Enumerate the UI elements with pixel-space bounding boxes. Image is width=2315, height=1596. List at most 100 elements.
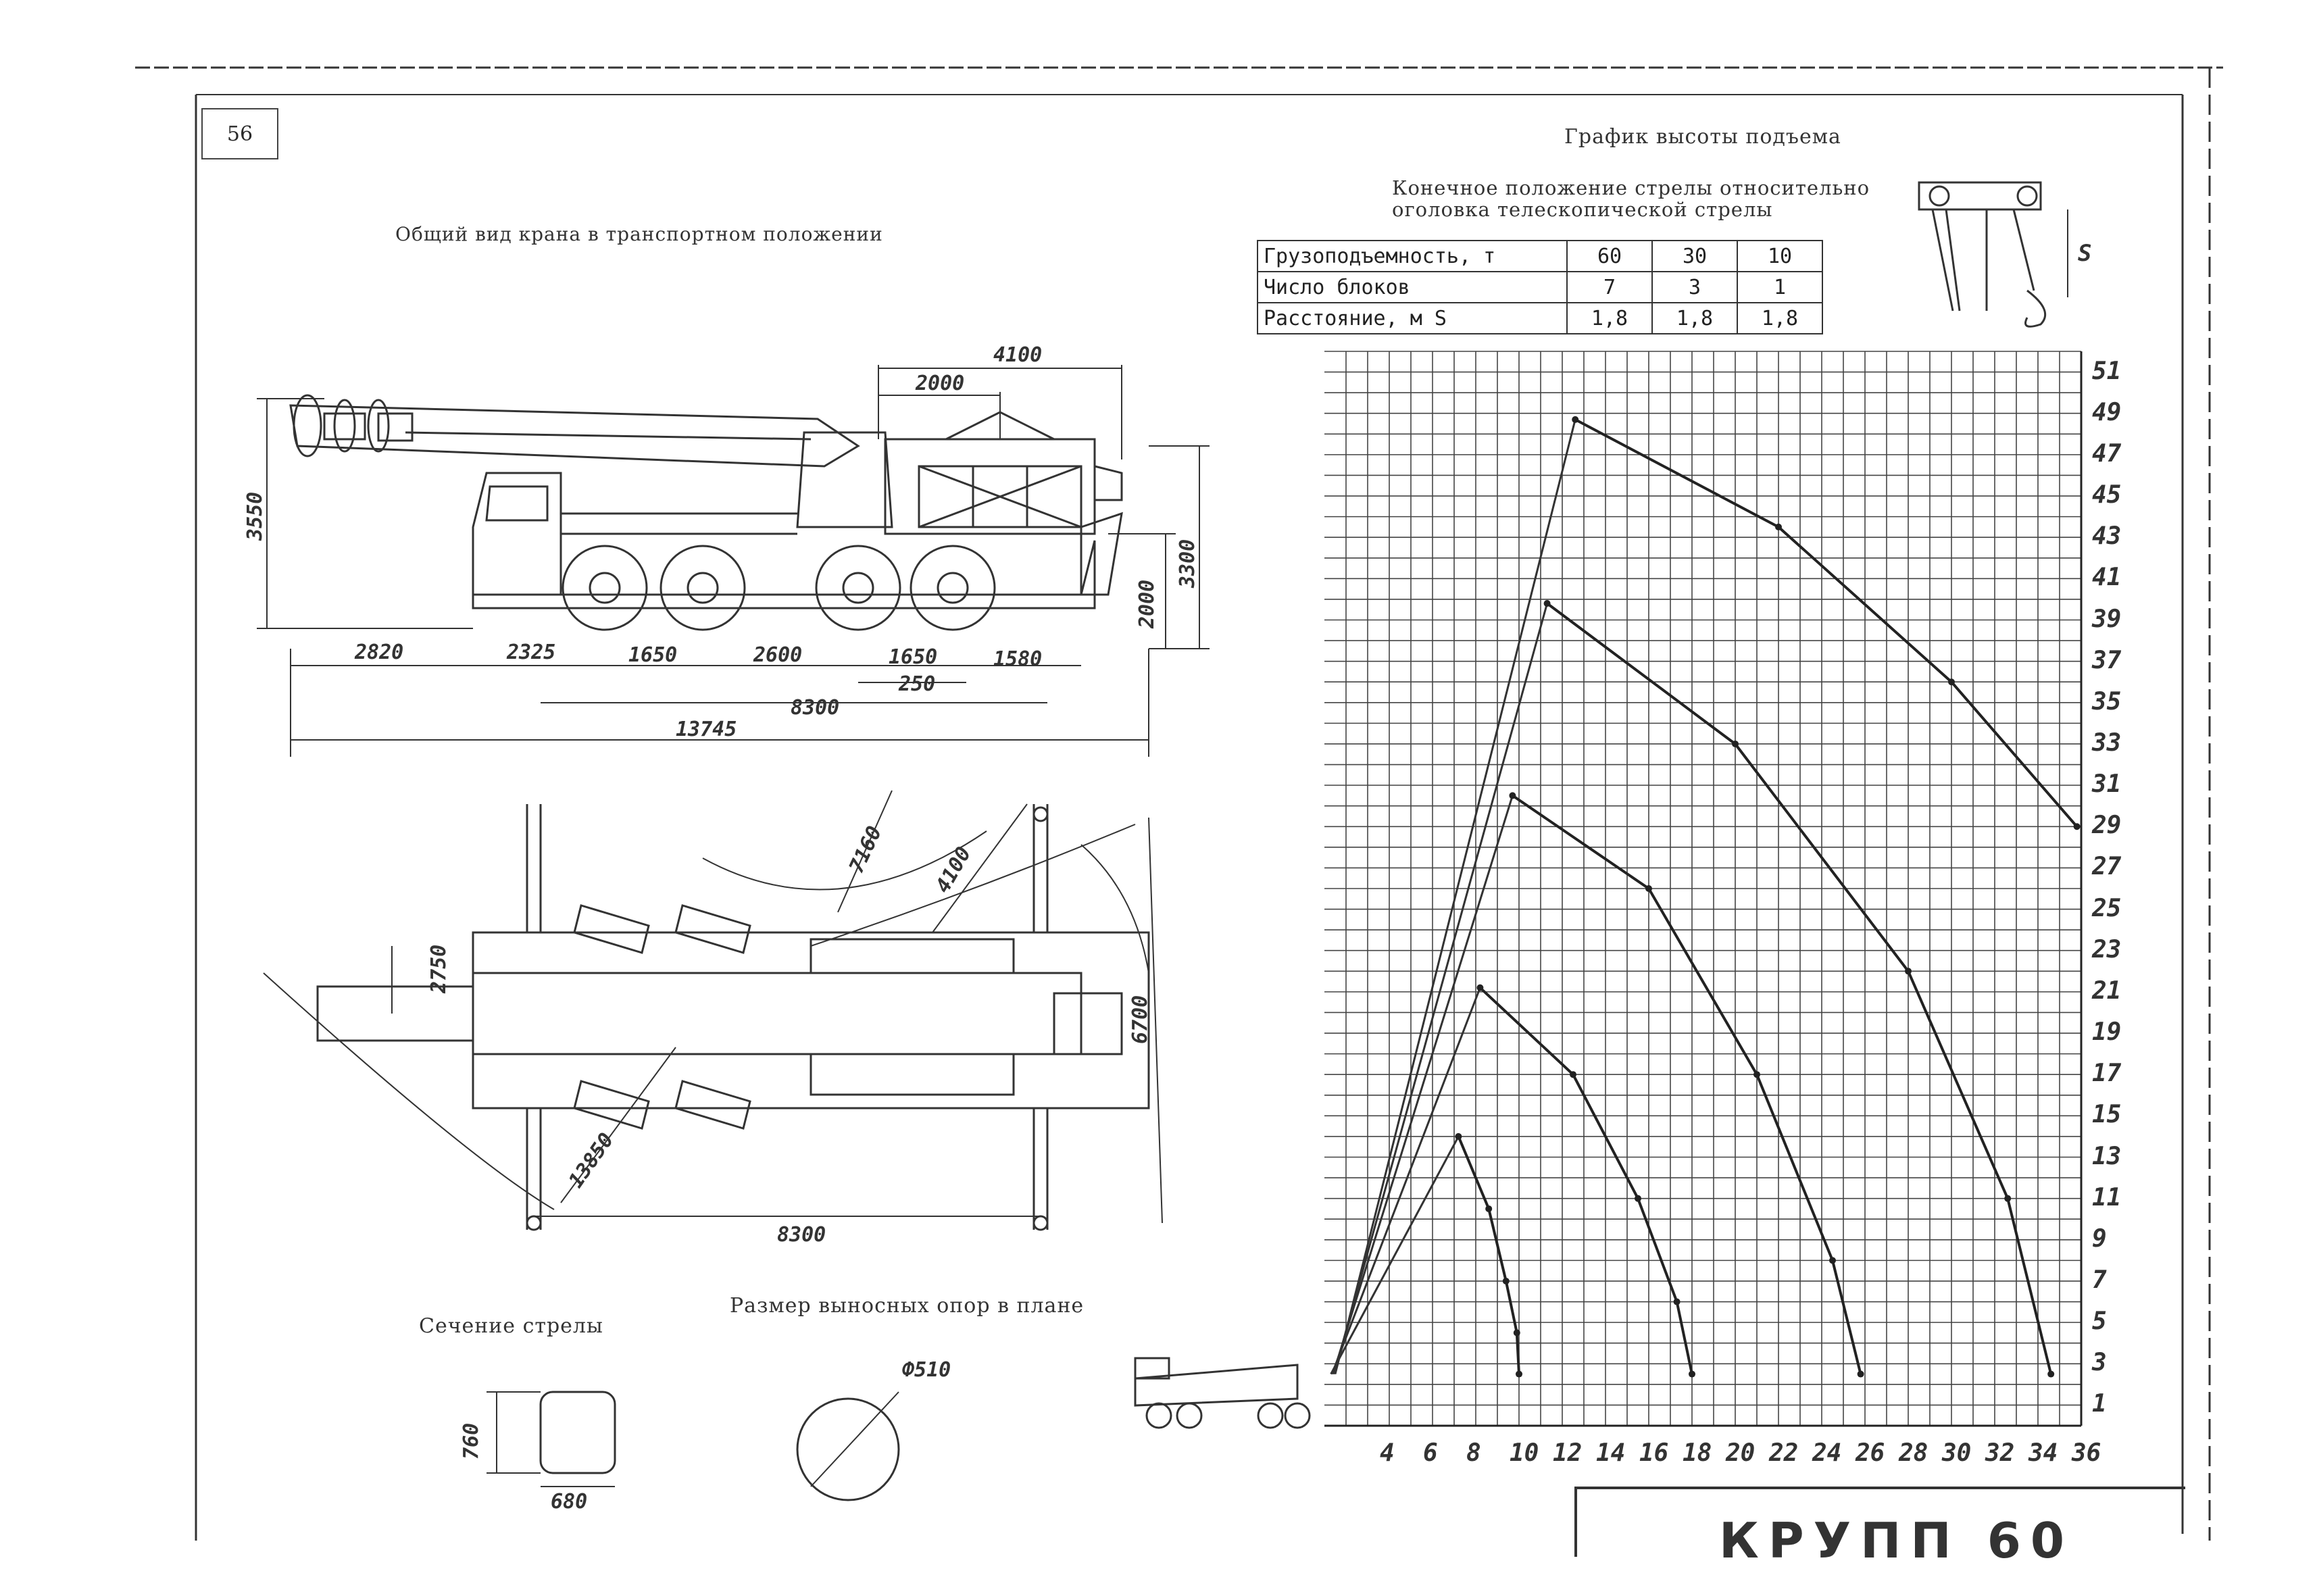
- dim-2325: 2325: [507, 641, 556, 664]
- table-row: Расстояние, м S 1,8 1,8 1,8: [1257, 302, 1823, 334]
- x-tick-label: 32: [1985, 1439, 2015, 1467]
- dim-6700-width: 6700: [1128, 995, 1152, 1044]
- series-4-point: [2047, 1370, 2055, 1378]
- boom-end-position-title: Конечное положение стрелы относительно о…: [1392, 176, 1870, 221]
- series-2-point: [1570, 1071, 1576, 1078]
- x-tick-label: 26: [1856, 1439, 1885, 1467]
- hook-s-label: S: [2078, 240, 2092, 267]
- series-5-point: [1948, 678, 1955, 686]
- series-1-point: [1485, 1205, 1493, 1212]
- x-tick-label: 12: [1553, 1439, 1583, 1467]
- series-2-point: [1635, 1195, 1641, 1202]
- series-1-curve: [1457, 1136, 1520, 1374]
- sheet-frame: [135, 66, 2223, 1541]
- title-block: КРУПП 60: [1574, 1487, 2185, 1569]
- x-tick-label: 22: [1769, 1439, 1799, 1467]
- x-tick-label: 28: [1899, 1439, 1928, 1467]
- general-view-title: Общий вид крана в транспортном положении: [395, 223, 883, 245]
- lift-height-chart-title: График высоты подъема: [1564, 125, 1841, 149]
- series-4-curve: [1546, 602, 2053, 1375]
- dim-1580: 1580: [993, 647, 1043, 671]
- dim-1650-b: 1650: [889, 645, 938, 669]
- row-label: Расстояние, м S: [1257, 302, 1568, 334]
- dim-3550-height: 3550: [243, 491, 267, 541]
- dim-8300-length: 8300: [777, 1223, 826, 1247]
- y-tick-label: 5: [2092, 1307, 2107, 1336]
- series-1-point: [1516, 1370, 1522, 1378]
- x-tick-label: 24: [1812, 1439, 1842, 1467]
- cell: 1,8: [1737, 302, 1823, 334]
- y-tick-label: 39: [2092, 605, 2122, 633]
- series-2-point: [1673, 1298, 1681, 1305]
- dim-8300: 8300: [791, 696, 840, 720]
- y-tick-label: 9: [2092, 1224, 2107, 1253]
- dim-2000-height: 2000: [1135, 579, 1159, 628]
- series-3-point: [1857, 1370, 1864, 1378]
- dim-2750-width: 2750: [427, 944, 451, 993]
- y-tick-label: 47: [2092, 439, 2122, 468]
- parameter-table: Грузоподъемность, т 60 30 10 Число блоко…: [1257, 240, 1823, 334]
- side-view-drawing: [257, 365, 1210, 757]
- outrigger-pad-drawing: [796, 1391, 900, 1501]
- y-tick-label: 49: [2092, 398, 2122, 426]
- x-tick-label: 16: [1639, 1439, 1669, 1467]
- plan-view-drawing: [263, 790, 1163, 1231]
- series-1-point: [1502, 1277, 1510, 1285]
- row-label: Грузоподъемность, т: [1257, 240, 1568, 272]
- dim-2600: 2600: [753, 643, 803, 667]
- y-tick-label: 51: [2092, 357, 2122, 385]
- y-tick-label: 3: [2092, 1349, 2107, 1377]
- y-tick-label: 33: [2092, 728, 2122, 757]
- x-tick-label: 14: [1596, 1439, 1626, 1467]
- x-tick-label: 20: [1726, 1439, 1756, 1467]
- dim-1650-a: 1650: [628, 643, 678, 667]
- y-tick-label: 11: [2092, 1183, 2122, 1212]
- dim-510-diameter: Ф510: [902, 1358, 951, 1382]
- y-tick-label: 43: [2092, 522, 2122, 551]
- page-number: 56: [201, 108, 278, 159]
- x-tick-label: 36: [2072, 1439, 2101, 1467]
- series-4-point: [1905, 968, 1912, 975]
- cell: 3: [1651, 271, 1738, 303]
- x-tick-label: 18: [1683, 1439, 1712, 1467]
- dim-2000-top: 2000: [916, 372, 965, 395]
- hook-detail-drawing: [1918, 181, 2068, 328]
- dim-760-height: 760: [459, 1422, 483, 1460]
- boom-line: [1332, 795, 1514, 1375]
- series-2-curve: [1479, 987, 1693, 1375]
- series-2-point: [1476, 984, 1484, 991]
- y-tick-label: 37: [2092, 646, 2122, 674]
- table-row: Грузоподъемность, т 60 30 10: [1257, 240, 1823, 272]
- series-3-point: [1645, 885, 1652, 892]
- series-3-point: [1829, 1257, 1836, 1264]
- cell: 60: [1566, 240, 1653, 272]
- y-tick-label: 45: [2092, 481, 2122, 509]
- series-5-point: [1572, 416, 1579, 423]
- y-tick-label: 13: [2092, 1142, 2122, 1170]
- series-5-point: [2073, 823, 2081, 830]
- title-block-text: КРУПП 60: [1719, 1512, 2074, 1569]
- y-tick-label: 29: [2092, 812, 2122, 840]
- series-4-point: [1732, 740, 1739, 747]
- y-tick-label: 7: [2092, 1266, 2107, 1294]
- y-tick-label: 41: [2092, 564, 2122, 592]
- boom-section-title: Сечение стрелы: [419, 1314, 603, 1338]
- cell: 30: [1651, 240, 1738, 272]
- y-tick-label: 35: [2092, 687, 2122, 716]
- dim-3300-height: 3300: [1176, 539, 1199, 588]
- x-tick-label: 30: [1942, 1439, 1972, 1467]
- boom-section-drawing: [487, 1391, 616, 1487]
- y-tick-label: 19: [2092, 1018, 2122, 1047]
- series-2-point: [1689, 1370, 1695, 1378]
- y-tick-label: 27: [2092, 853, 2122, 881]
- dim-250: 250: [899, 672, 936, 696]
- dim-2820: 2820: [355, 641, 404, 664]
- boom-line: [1330, 987, 1481, 1375]
- series-4-point: [2004, 1195, 2012, 1202]
- boom-line: [1330, 1136, 1460, 1375]
- lift-height-chart: [1324, 351, 2083, 1427]
- x-tick-label: 4: [1380, 1439, 1395, 1467]
- y-tick-label: 17: [2092, 1059, 2122, 1088]
- table-row: Число блоков 7 3 1: [1257, 271, 1823, 303]
